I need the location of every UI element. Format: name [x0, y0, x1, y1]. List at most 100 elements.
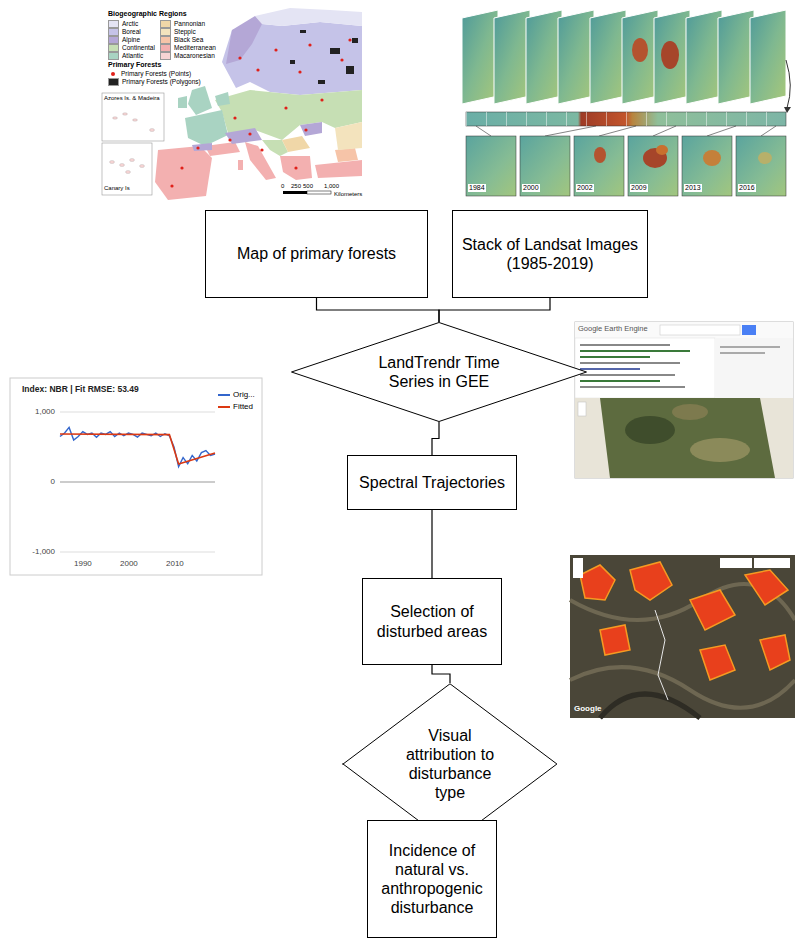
- code-line: [580, 380, 660, 382]
- code-line: [580, 386, 685, 388]
- island: [120, 164, 125, 167]
- terrain: [570, 555, 795, 718]
- alpine-region: [192, 143, 212, 151]
- legend-text: Black Sea: [174, 36, 203, 43]
- input-box: Map of primary forests: [205, 210, 428, 298]
- forest-point: [170, 184, 173, 187]
- europe-map: [102, 8, 362, 200]
- search-box: [660, 325, 740, 335]
- image-tile: [590, 10, 626, 104]
- screen-header: [575, 322, 793, 338]
- thumbnail: [682, 136, 732, 196]
- legend-text: Mediterranean: [174, 44, 216, 51]
- process-box: Spectral Trajectories: [347, 455, 517, 510]
- scale-label: 250: [291, 183, 301, 190]
- gridline: [60, 482, 215, 483]
- strip-link: [476, 126, 491, 136]
- valley: [600, 694, 700, 718]
- legend-text: Continental: [122, 44, 155, 51]
- pannonian-region: [282, 136, 310, 152]
- legend-item: Mediterranean: [160, 44, 216, 52]
- image-tile: [494, 10, 530, 104]
- legend-text: Macaronesian: [174, 52, 215, 59]
- image-tile: [462, 10, 498, 104]
- forest-polygon: [352, 38, 358, 43]
- forest-point: [196, 146, 199, 149]
- chart-frame: [10, 378, 262, 575]
- island: [130, 159, 135, 162]
- node-label: Incidence of natural vs. anthropogenic d…: [376, 841, 488, 918]
- node-label: Stack of Landsat Images (1985-2019): [461, 235, 639, 273]
- disturbed-area: [700, 645, 735, 680]
- disturbed-area: [760, 635, 790, 670]
- map-area: [575, 398, 793, 478]
- alpine-region: [225, 128, 262, 144]
- island: [126, 171, 131, 174]
- image-tile: [654, 10, 690, 104]
- year-label: 1984: [468, 184, 486, 192]
- legend-item: Pannonian: [160, 20, 205, 28]
- forest-polygon: [300, 30, 306, 33]
- legend-text: Alpine: [122, 36, 140, 43]
- node-label: Map of primary forests: [237, 244, 396, 263]
- forest-point: [340, 58, 343, 61]
- disturbance-patch: [632, 38, 648, 62]
- legend-item: Atlantic: [108, 52, 143, 60]
- trail-line: [655, 610, 668, 700]
- original-series: [60, 427, 215, 466]
- legend-item: Primary Forests (Polygons): [108, 78, 201, 86]
- code-panel: [575, 338, 715, 398]
- forest-point: [248, 132, 251, 135]
- legend-heading: Primary Forests: [108, 61, 161, 69]
- ridge: [570, 667, 795, 708]
- image-tile: [686, 10, 722, 104]
- forest-point: [180, 166, 183, 169]
- legend-item: Orig...: [218, 390, 255, 399]
- forest-polygon: [346, 66, 354, 74]
- legend-item: Steppic: [160, 28, 196, 36]
- disturbed-area: [580, 565, 615, 600]
- forest-point: [348, 38, 351, 41]
- forest-point: [256, 68, 259, 71]
- atlantic-region: [185, 110, 228, 146]
- stack-arrow: [786, 60, 790, 108]
- node-label: LandTrendr Time Series in GEE: [367, 353, 512, 391]
- legend-text: Primary Forests (Points): [121, 70, 191, 77]
- code-line: [580, 368, 640, 370]
- forest-point: [308, 43, 311, 46]
- image-tile: [526, 10, 562, 104]
- image-tile: [558, 10, 594, 104]
- gridline: [60, 412, 215, 413]
- axis-label: 2010: [166, 559, 184, 568]
- legend-swatch: [160, 36, 171, 44]
- forest-point: [260, 148, 263, 151]
- legend-item: Continental: [108, 44, 155, 52]
- atlantic-region: [188, 86, 212, 115]
- connector: [317, 298, 440, 322]
- input-box: Stack of Landsat Images (1985-2019): [452, 210, 648, 298]
- strip-link: [599, 126, 636, 136]
- legend-item: Macaronesian: [160, 52, 215, 60]
- atlantic-region: [215, 92, 230, 106]
- connector: [431, 510, 432, 578]
- disturbance-patch: [758, 152, 772, 164]
- axis-label: 1990: [74, 559, 92, 568]
- scale-bar: [283, 191, 307, 194]
- forest-point: [233, 116, 236, 119]
- screen-frame: [575, 322, 793, 478]
- panel-line: [720, 352, 765, 354]
- axis-label: 0: [51, 477, 55, 486]
- legend-swatch: [160, 52, 171, 60]
- strip-link: [545, 126, 596, 136]
- legend-text: Primary Forests (Polygons): [122, 78, 201, 85]
- forest-point: [320, 98, 323, 101]
- output-box: Incidence of natural vs. anthropogenic d…: [367, 820, 497, 938]
- strip-link: [653, 126, 676, 136]
- alpine-region: [226, 16, 262, 64]
- image-tile: [622, 10, 658, 104]
- axis-label: 1,000: [35, 407, 55, 416]
- forest-point: [298, 70, 301, 73]
- scale-label: 1,000: [324, 183, 339, 190]
- thumbnail: [466, 136, 516, 196]
- scale-label: 500: [303, 183, 313, 190]
